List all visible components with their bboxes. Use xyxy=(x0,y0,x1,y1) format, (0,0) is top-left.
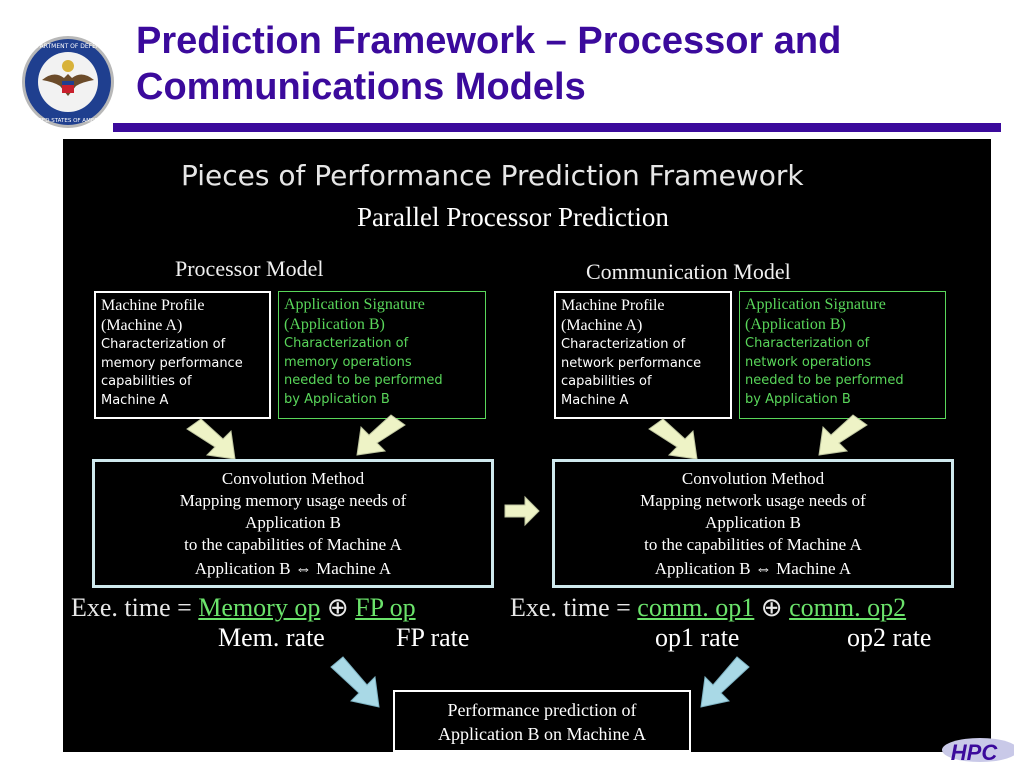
equation-term: FP op xyxy=(355,593,416,622)
communication-model-label: Communication Model xyxy=(586,259,791,284)
convolution-mapping: Application B ⇔ Machine A xyxy=(654,559,852,578)
box-line: Machine A xyxy=(561,392,629,408)
communication-convolution-box: Convolution Method Mapping network usage… xyxy=(552,459,954,588)
equation-term: comm. op1 xyxy=(637,593,755,622)
box-subtitle: (Machine A) xyxy=(101,317,183,334)
box-title: Machine Profile xyxy=(561,297,665,314)
convolution-line: Application B xyxy=(245,513,341,532)
box-subtitle: (Machine A) xyxy=(561,317,643,334)
box-line: by Application B xyxy=(284,391,390,407)
box-line: needed to be performed xyxy=(745,373,904,388)
box-line: capabilities of xyxy=(101,374,192,389)
arrow-down-right xyxy=(186,418,236,460)
processor-convolution-box: Convolution Method Mapping memory usage … xyxy=(92,459,494,588)
communication-equation: Exe. time = comm. op1 ⊕ comm. op2 xyxy=(510,593,906,623)
processor-equation: Exe. time = Memory op ⊕ FP op xyxy=(71,593,416,623)
prediction-result-box: Performance prediction of Application B … xyxy=(393,690,691,752)
box-subtitle: (Application B) xyxy=(745,316,846,333)
equation-denominator: Mem. rate xyxy=(218,623,325,652)
box-line: by Application B xyxy=(745,391,851,407)
box-title: Machine Profile xyxy=(101,297,205,314)
equation-prefix: Exe. time = xyxy=(510,593,638,622)
arrow-down-right xyxy=(648,418,698,460)
arrow-down-right xyxy=(330,656,380,708)
processor-application-signature-box: Application Signature (Application B) Ch… xyxy=(278,291,486,419)
figure-heading: Pieces of Performance Prediction Framewo… xyxy=(181,159,804,192)
box-line: capabilities of xyxy=(561,374,652,389)
equation-term: Memory op xyxy=(198,593,321,622)
convolution-line: Application B xyxy=(705,513,801,532)
box-line: network operations xyxy=(745,354,872,370)
communication-application-signature-box: Application Signature (Application B) Ch… xyxy=(739,291,946,419)
arrow-right xyxy=(504,495,540,527)
box-line: needed to be performed xyxy=(284,373,443,388)
box-subtitle: (Application B) xyxy=(284,316,385,333)
box-line: network performance xyxy=(561,355,702,371)
equation-term: comm. op2 xyxy=(789,593,907,622)
slide-title: Prediction Framework – Processor and Com… xyxy=(136,20,842,108)
equation-operator: ⊕ xyxy=(326,593,349,622)
box-title: Application Signature xyxy=(284,296,425,313)
box-line: memory performance xyxy=(101,355,243,371)
title-underline xyxy=(113,123,1001,132)
equation-prefix: Exe. time = xyxy=(71,593,199,622)
equation-denominator: op1 rate xyxy=(655,623,740,652)
box-line: Characterization of xyxy=(284,336,409,351)
convolution-mapping: Application B ⇔ Machine A xyxy=(194,559,392,578)
convolution-title: Convolution Method xyxy=(221,469,365,488)
box-line: Characterization of xyxy=(745,336,870,351)
dod-seal-logo: DEPARTMENT OF DEFENSE UNITED STATES OF A… xyxy=(22,36,114,128)
box-line: memory operations xyxy=(284,354,412,370)
processor-model-label: Processor Model xyxy=(175,256,324,281)
equation-operator: ⊕ xyxy=(760,593,783,622)
box-title: Application Signature xyxy=(745,296,886,313)
processor-machine-profile-box: Machine Profile (Machine A) Characteriza… xyxy=(94,291,271,419)
arrow-down-left xyxy=(818,414,868,456)
svg-text:UNITED STATES OF AMERICA: UNITED STATES OF AMERICA xyxy=(29,118,108,124)
figure-subheading: Parallel Processor Prediction xyxy=(357,202,669,232)
equation-denominator: FP rate xyxy=(396,623,470,652)
arrow-down-left xyxy=(700,656,750,708)
convolution-title: Convolution Method xyxy=(681,469,825,488)
communication-machine-profile-box: Machine Profile (Machine A) Characteriza… xyxy=(554,291,732,419)
result-line: Application B on Machine A xyxy=(438,724,646,744)
arrow-down-left xyxy=(356,414,406,456)
equation-denominator: op2 rate xyxy=(847,623,932,652)
box-line: Characterization of xyxy=(101,337,226,352)
convolution-line: to the capabilities of Machine A xyxy=(644,535,862,554)
svg-text:DEPARTMENT OF DEFENSE: DEPARTMENT OF DEFENSE xyxy=(28,43,108,50)
framework-figure: Pieces of Performance Prediction Framewo… xyxy=(63,139,991,752)
convolution-line: Mapping memory usage needs of xyxy=(179,491,407,510)
convolution-line: to the capabilities of Machine A xyxy=(184,535,402,554)
flow-arrows xyxy=(186,414,868,708)
logo-text: HPC xyxy=(951,740,999,762)
box-line: Characterization of xyxy=(561,337,686,352)
result-line: Performance prediction of xyxy=(447,700,637,720)
convolution-line: Mapping network usage needs of xyxy=(640,491,866,510)
box-line: Machine A xyxy=(101,392,169,408)
hpc-logo: HPC xyxy=(942,738,1014,762)
